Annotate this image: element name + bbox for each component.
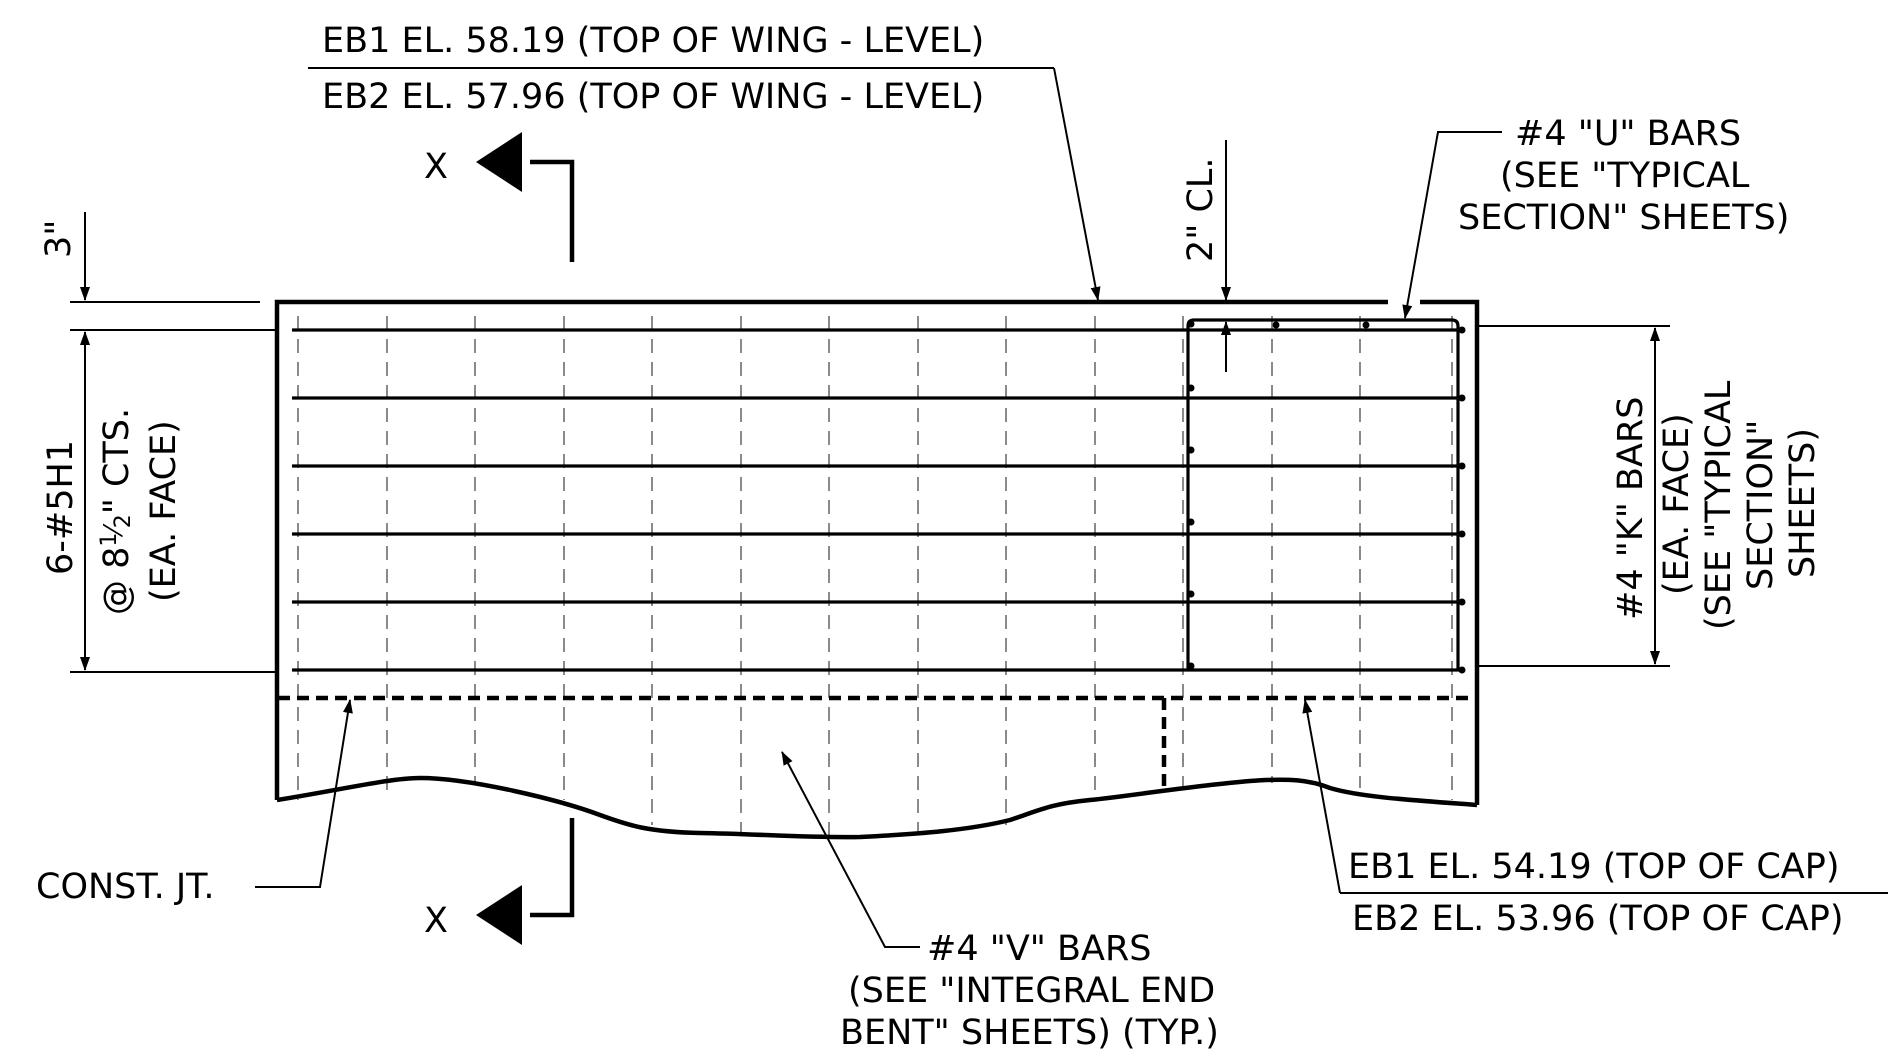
section-cut-bottom [476, 818, 575, 945]
k-bars-label-4: SECTION" [1741, 420, 1781, 590]
section-mark-bottom: X [424, 901, 448, 941]
top-of-cap-leader [1302, 699, 1341, 894]
section-mark-top: X [424, 147, 448, 187]
wall-outline [274, 299, 1480, 840]
const-jt-leader [255, 699, 353, 888]
top-of-cap-eb1: EB1 EL. 54.19 (TOP OF CAP) [1348, 847, 1839, 887]
v-bars-label-2: (SEE "INTEGRAL END [848, 971, 1215, 1011]
h1-bars-label-3: (EA. FACE) [144, 420, 184, 602]
top-dim-label: 3" [39, 220, 79, 258]
u-bars-label-1: #4 "U" BARS [1515, 114, 1741, 154]
section-cut-top [476, 132, 575, 262]
u-bars-leader [1402, 131, 1502, 319]
v-bars-dashed [297, 316, 1453, 835]
clear-cover-label: 2" CL. [1181, 157, 1221, 262]
top-of-wing-eb2: EB2 EL. 57.96 (TOP OF WING - LEVEL) [322, 77, 984, 117]
h1-bars [292, 328, 1460, 672]
k-bars-label-5: SHEETS) [1783, 428, 1823, 578]
top-of-wing-eb1: EB1 EL. 58.19 (TOP OF WING - LEVEL) [322, 21, 984, 61]
k-bar-dots [1187, 320, 1466, 674]
k-bars-label-3: (SEE "TYPICAL [1699, 380, 1739, 630]
v-bars-leader [781, 751, 920, 948]
const-jt-label: CONST. JT. [36, 867, 215, 907]
k-bars-label-2: (EA. FACE) [1657, 413, 1697, 595]
u-bar [1186, 318, 1460, 670]
h1-bars-label-1: 6-#5H1 [41, 440, 81, 575]
k-bars-label-1: #4 "K" BARS [1611, 397, 1651, 620]
top-of-cap-eb2: EB2 EL. 53.96 (TOP OF CAP) [1352, 899, 1843, 939]
top-of-wing-leader [1053, 67, 1101, 301]
v-bars-label-3: BENT" SHEETS) (TYP.) [840, 1013, 1219, 1053]
v-bars-label-1: #4 "V" BARS [927, 929, 1151, 969]
h1-bars-label-2: @ 81⁄2" CTS. [97, 408, 137, 615]
u-bars-label-3: SECTION" SHEETS) [1458, 198, 1789, 238]
u-bars-label-2: (SEE "TYPICAL [1500, 156, 1750, 196]
